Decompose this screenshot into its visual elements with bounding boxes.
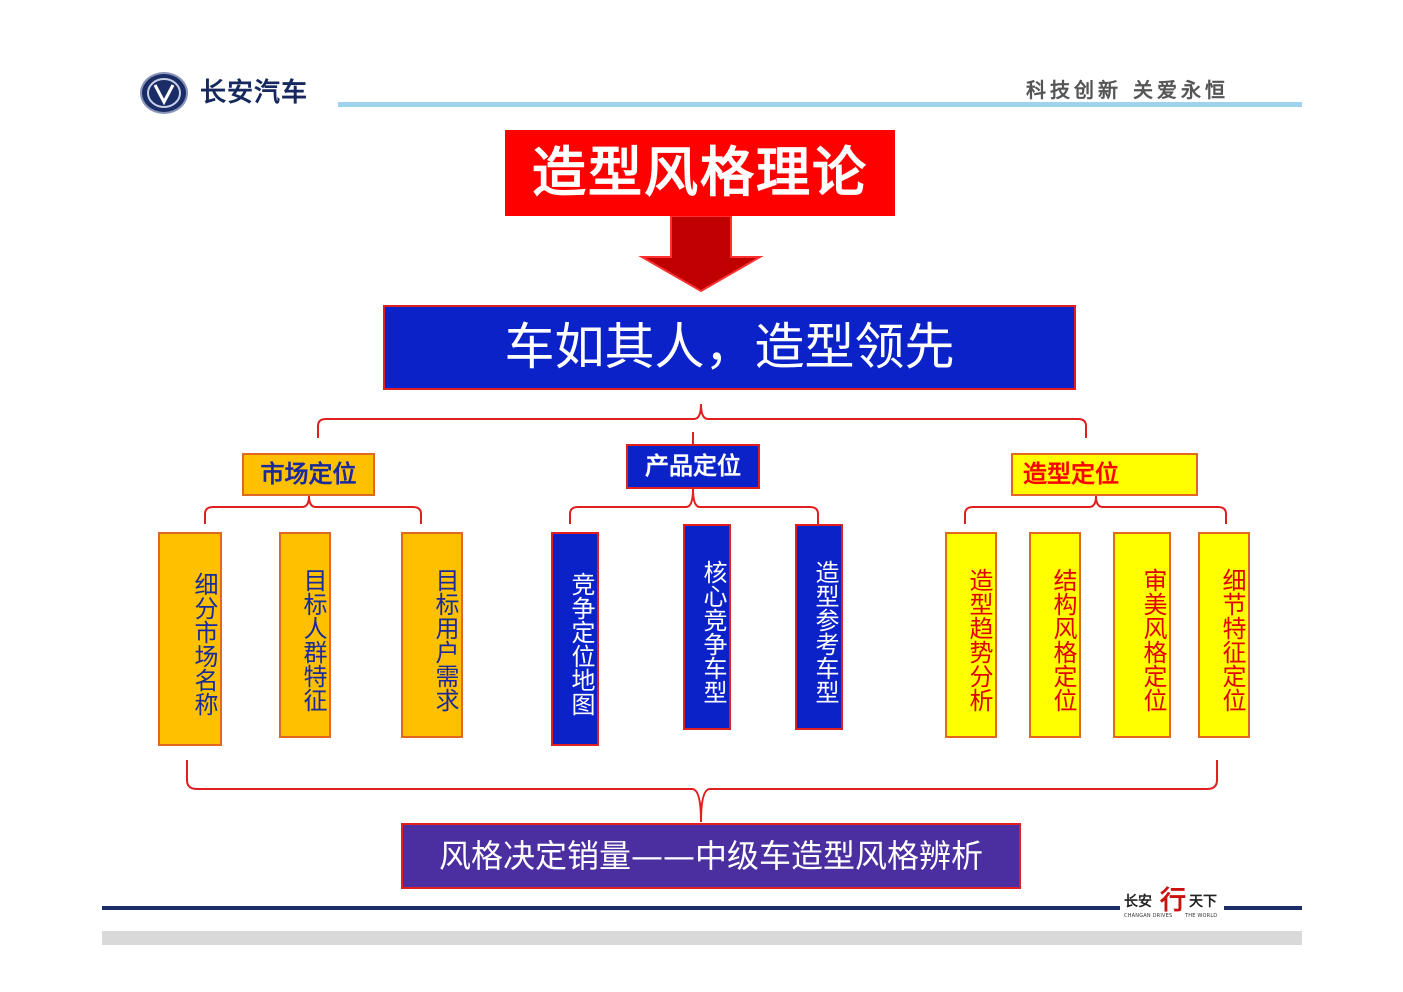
bracket-styling [964,495,1227,524]
leaf-detail-feature-positioning: 细节特征定位 [1198,532,1250,738]
bracket-bottom [186,760,1218,823]
category-market-positioning: 市场定位 [242,453,375,496]
category-product-positioning: 产品定位 [626,444,760,489]
leaf-target-group-traits: 目标人群特征 [279,532,331,738]
leaf-target-user-needs: 目标用户需求 [401,532,463,738]
footer-brand-mark [1120,890,1224,924]
leaf-structural-style-positioning: 结构风格定位 [1029,532,1081,738]
leaf-core-competitor-models: 核心竞争车型 [683,524,731,730]
changan-logo-icon [140,72,188,114]
bracket-top [317,403,1087,438]
brand-name: 长安汽车 [200,78,309,108]
footer-divider [102,906,1302,910]
footer-mark-left: 长安 [1124,894,1152,910]
leaf-market-segment-name: 细分市场名称 [158,532,222,746]
bracket-market [204,495,422,524]
bracket-product [569,488,819,524]
header-divider [338,102,1302,107]
leaf-aesthetic-style-positioning: 审美风格定位 [1113,532,1171,738]
footer-mark-en-right: THE WORLD [1185,913,1218,919]
footer-mark-en-left: CHANGAN DRIVES [1124,913,1173,919]
footer-mark-xing: 行 [1160,886,1187,916]
core-slogan-box: 车如其人，造型领先 [383,305,1076,390]
category-styling-positioning: 造型定位 [1011,453,1198,496]
diagram-title: 造型风格理论 [505,130,895,216]
down-arrow [638,215,764,293]
corporate-slogan: 科技创新 关爱永恒 [1026,78,1229,102]
footer-mark-right: 天下 [1189,894,1217,910]
footer-bar [102,931,1302,945]
leaf-styling-reference-models: 造型参考车型 [795,524,843,730]
conclusion-box: 风格决定销量——中级车造型风格辨析 [401,823,1021,889]
leaf-styling-trend-analysis: 造型趋势分析 [945,532,997,738]
leaf-competitive-positioning-map: 竞争定位地图 [551,532,599,746]
